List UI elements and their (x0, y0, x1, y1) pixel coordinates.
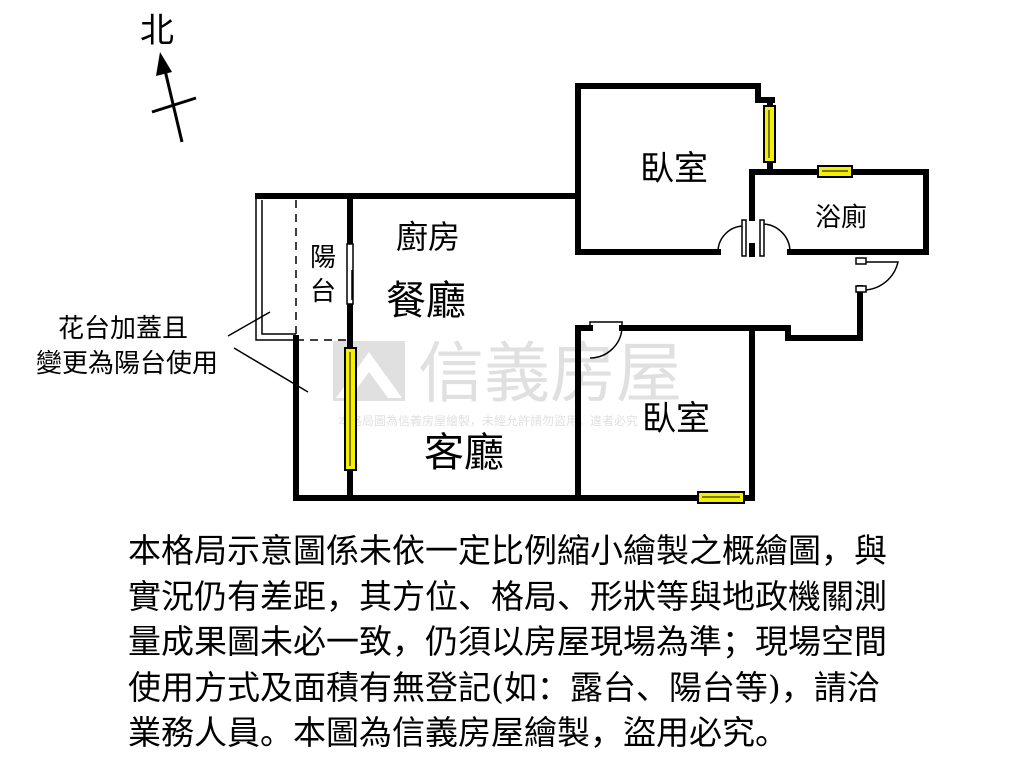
disclaimer-text: 本格局示意圖係未依一定比例縮小繪製之概繪圖，與 實況仍有差距，其方位、格局、形狀… (128, 528, 1008, 756)
watermark: 信義房屋 本格局圖為信義房屋繪製，未經允許請勿盜用，違者必究 (333, 335, 682, 428)
walls (255, 83, 929, 501)
doors (589, 219, 899, 359)
room-bathroom-label: 浴廁 (815, 203, 867, 233)
door-bathroom (761, 223, 791, 256)
watermark-brand: 信義房屋 (418, 335, 682, 412)
room-kitchen-label: 廚房 (396, 218, 460, 256)
annotation-line-2: 變更為陽台使用 (36, 349, 218, 379)
room-balcony-label-2: 台 (310, 277, 336, 307)
room-balcony-label-1: 陽 (310, 243, 336, 273)
balcony-sliding-door (346, 243, 354, 305)
compass-cross (151, 96, 197, 114)
room-bedroom-bottom-label: 臥室 (642, 399, 710, 439)
door-bedroom-bottom (589, 321, 623, 359)
wall-right-step (749, 285, 863, 341)
north-label: 北 (140, 11, 174, 51)
room-dining-label: 餐廳 (386, 278, 466, 324)
disclaimer-line: 本格局示意圖係未依一定比例縮小繪製之概繪圖，與 (128, 531, 887, 570)
wall-bedroom-bottom-top-b (619, 325, 755, 501)
annotation-line-1: 花台加蓋且 (58, 314, 188, 344)
door-entry (858, 261, 899, 291)
windows (344, 105, 853, 504)
disclaimer-line: 使用方式及面積有無登記(如：露台、陽台等)，請洽 (128, 667, 880, 707)
wall-top-left (255, 83, 775, 199)
balcony-outline (255, 196, 354, 341)
disclaimer-line: 量成果圖未必一致，仍須以房屋現場為準；現場空間 (128, 622, 887, 661)
wall-bottom (293, 335, 701, 501)
room-bedroom-top-label: 臥室 (640, 149, 708, 189)
disclaimer-line: 實況仍有差距，其方位、格局、形狀等與地政機關測 (128, 576, 887, 616)
disclaimer-line: 業務人員。本圖為信義房屋繪製，盜用必究。 (128, 713, 788, 752)
room-living-label: 客廳 (424, 430, 504, 476)
north-compass: 北 (140, 11, 197, 143)
compass-arrow-head (156, 52, 172, 76)
annotation-leaders (227, 311, 309, 393)
wall-bedroom-top-bottom (575, 193, 721, 255)
watermark-notice: 本格局圖為信義房屋繪製，未經允許請勿盜用，違者必究 (338, 413, 638, 428)
floor-plan: 北 信義房屋 本格局圖為信義房屋繪製，未經允許請勿盜用，違者必究 (36, 11, 929, 504)
door-bedroom-top (717, 225, 745, 256)
